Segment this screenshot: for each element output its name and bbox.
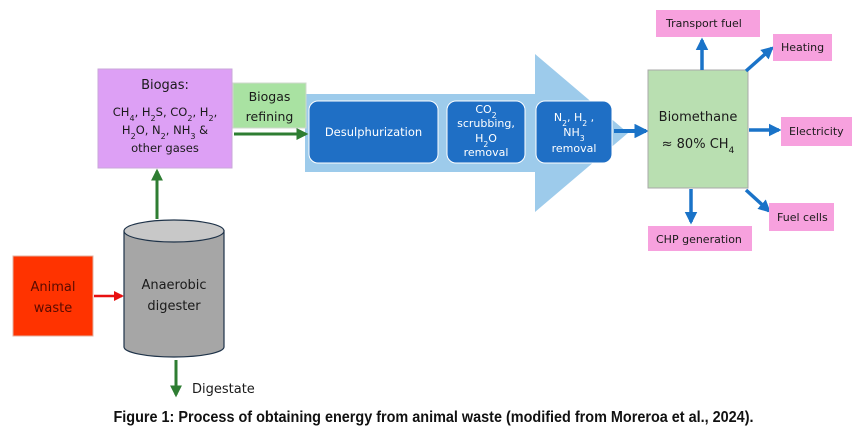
digester-line1: Anaerobic	[141, 278, 206, 293]
desulphurization-label: Desulphurization	[325, 125, 422, 139]
subscript: 2	[208, 114, 213, 123]
animal-waste-box: Animal waste	[12, 255, 94, 337]
output-fuel-cells: Fuel cells	[769, 203, 834, 231]
co2-scrubbing-line4: removal	[464, 146, 509, 159]
co2-scrubbing-line3: H2O	[475, 132, 497, 149]
animal-waste-line1: Animal	[31, 280, 76, 295]
subscript: 2	[562, 119, 567, 128]
n2-removal-box: N2, H2 , NH3 removal	[535, 100, 613, 164]
co2-scrubbing-line2: scrubbing,	[457, 117, 515, 130]
fuel-cells-arrow	[744, 188, 771, 213]
subscript: 2	[483, 140, 488, 149]
subscript: 3	[190, 132, 195, 141]
biogas-refining-line2: refining	[246, 109, 294, 124]
desulphurization-box: Desulphurization	[308, 100, 439, 164]
subscript: 2	[492, 111, 497, 120]
n2-removal-line3: removal	[552, 142, 597, 155]
output-heating: Heating	[773, 34, 832, 61]
heating-arrow	[744, 46, 774, 73]
subscript: 2	[161, 132, 166, 141]
n2-removal-line1: N2, H2 ,	[554, 111, 594, 128]
biomethane-box: Biomethane ≈ 80% CH4	[647, 69, 749, 189]
output-label: Transport fuel	[665, 17, 742, 30]
output-label: CHP generation	[656, 233, 742, 246]
n2-removal-line2: NH3	[563, 126, 585, 143]
biogas-refining-box: Biogas refining	[232, 82, 307, 129]
animal-waste-line2: waste	[34, 301, 72, 316]
subscript: 4	[729, 146, 735, 156]
biogas-title: Biogas:	[141, 78, 189, 93]
output-label: Heating	[781, 41, 824, 54]
figure-caption: Figure 1: Process of obtaining energy fr…	[113, 409, 754, 426]
biomethane-composition: ≈ 80% CH4	[662, 137, 735, 156]
subscript: 2	[151, 114, 156, 123]
anaerobic-digester: Anaerobic digester	[123, 219, 225, 358]
biomethane-title: Biomethane	[659, 110, 738, 125]
output-label: Electricity	[789, 125, 844, 138]
biogas-refining-line1: Biogas	[249, 89, 291, 104]
subscript: 2	[131, 132, 136, 141]
output-chp-generation: CHP generation	[648, 226, 752, 251]
output-transport-fuel: Transport fuel	[656, 10, 760, 37]
biogas-gases-line2: H2O, N2, NH3 &	[122, 123, 208, 141]
co2-scrubbing-line1: CO2	[475, 103, 496, 120]
output-electricity: Electricity	[781, 117, 852, 146]
co2-scrubbing-box: CO2 scrubbing, H2O removal	[446, 100, 526, 164]
subscript: 3	[580, 134, 585, 143]
subscript: 2	[187, 114, 192, 123]
biogas-box: Biogas: CH4, H2S, CO2, H2, H2O, N2, NH3 …	[97, 68, 233, 169]
subscript: 2	[582, 119, 587, 128]
biogas-gases-line1: CH4, H2S, CO2, H2,	[113, 105, 217, 123]
digester-line2: digester	[147, 299, 201, 314]
biogas-gases-line3: other gases	[131, 141, 199, 155]
subscript: 4	[129, 114, 134, 123]
output-label: Fuel cells	[777, 211, 828, 224]
digestate-label: Digestate	[192, 382, 255, 397]
